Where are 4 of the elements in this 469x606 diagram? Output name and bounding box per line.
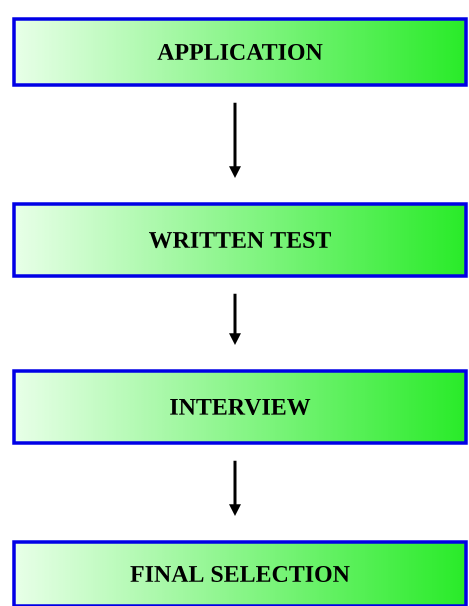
process-box: INTERVIEW bbox=[12, 369, 468, 445]
process-box: WRITTEN TEST bbox=[12, 202, 468, 278]
process-box: APPLICATION bbox=[12, 17, 468, 87]
process-box: FINAL SELECTION bbox=[12, 540, 468, 606]
